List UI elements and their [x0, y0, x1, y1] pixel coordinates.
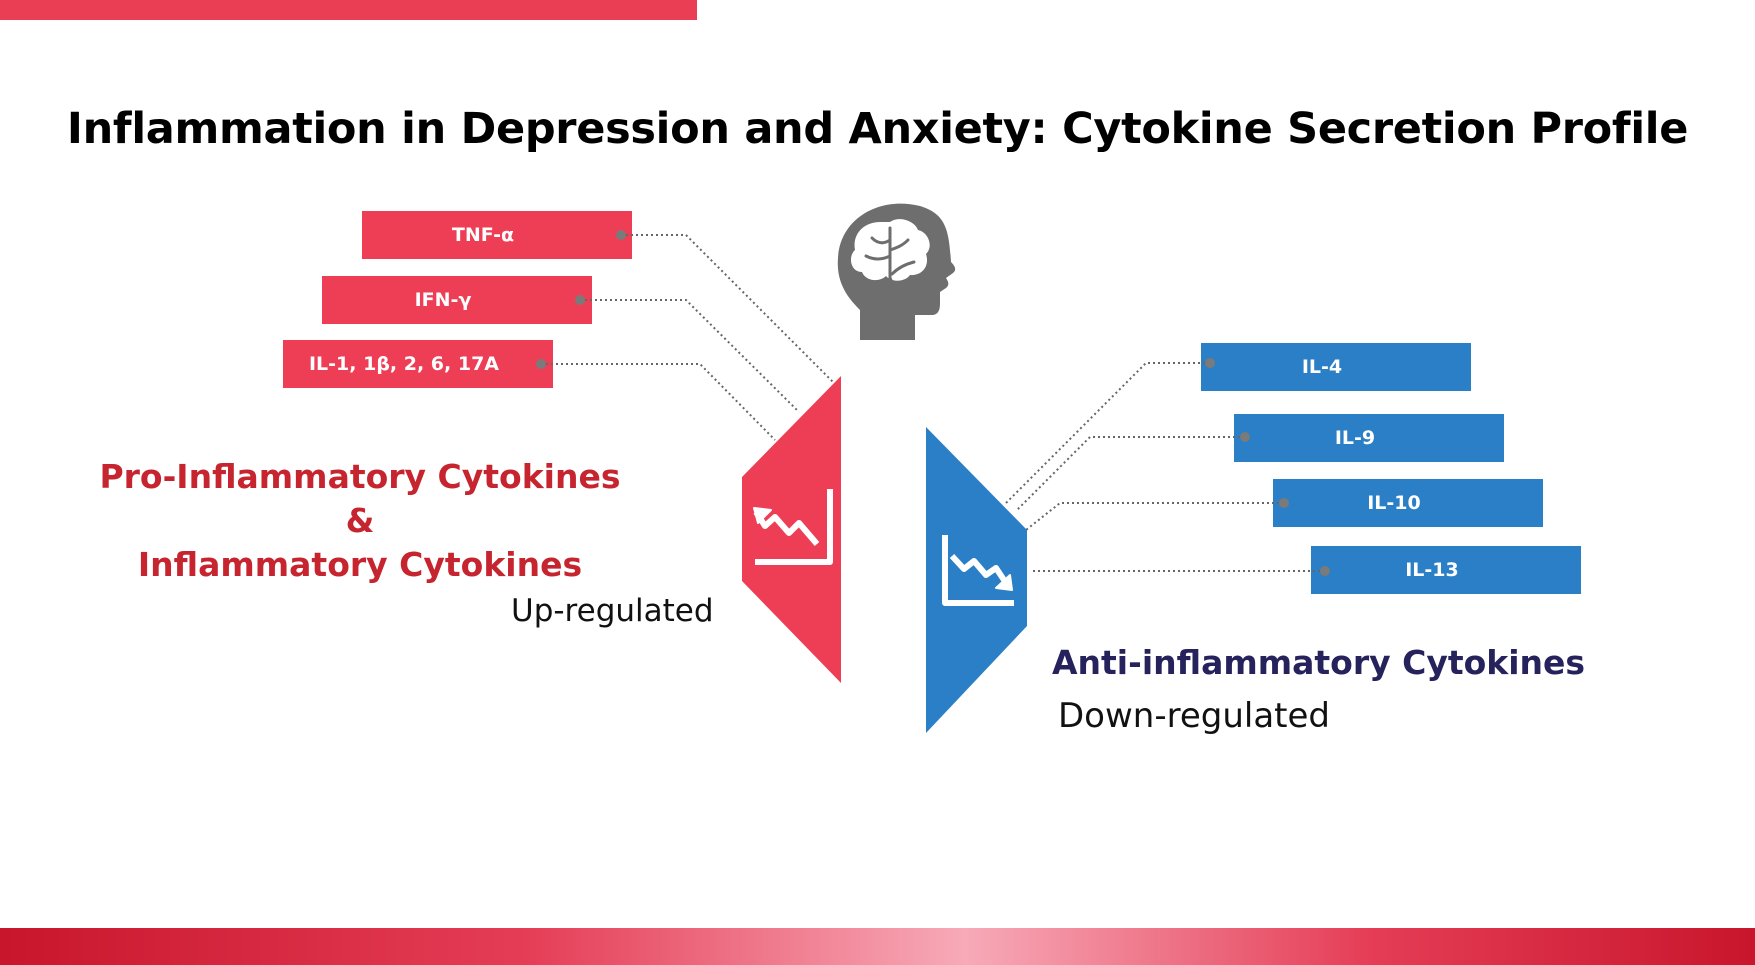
pro-connectors — [541, 234, 834, 441]
connector-dot — [575, 295, 585, 305]
bottom-gradient-bar — [0, 928, 1755, 965]
cytokine-bar-il-13: IL-13 — [1311, 546, 1581, 594]
cytokine-label: IL-13 — [1405, 559, 1459, 581]
connector-dot — [1205, 358, 1215, 368]
connector-il-4 — [1005, 362, 1210, 504]
anti-inflammatory-heading: Anti-inflammatory Cytokines — [1052, 643, 1586, 682]
cytokine-bar-il-group: IL-1, 1β, 2, 6, 17A — [283, 340, 553, 388]
cytokine-label: IFN-γ — [414, 289, 472, 311]
connector-ifn-gamma — [580, 299, 800, 413]
pro-heading-line-2: & — [345, 501, 375, 540]
pro-inflammatory-heading: Pro-Inflammatory Cytokines & Inflammator… — [30, 455, 690, 587]
pro-heading-line-1: Pro-Inflammatory Cytokines — [99, 457, 621, 496]
cytokine-label: IL-1, 1β, 2, 6, 17A — [308, 353, 500, 375]
cytokine-bar-il-4: IL-4 — [1201, 343, 1471, 391]
trend-up-chart-icon — [753, 489, 833, 565]
connector-tnf-alpha — [621, 234, 834, 383]
connector-il-9 — [1015, 436, 1245, 512]
trend-down-chart-icon — [942, 535, 1014, 606]
cytokine-label: IL-9 — [1334, 427, 1376, 449]
connector-il-10 — [1025, 502, 1284, 531]
downregulated-label: Down-regulated — [1058, 696, 1330, 736]
cytokine-label: IL-4 — [1301, 356, 1343, 378]
downregulated-panel — [926, 427, 1027, 733]
cytokine-bar-il-9: IL-9 — [1234, 414, 1504, 462]
head-brain-icon — [837, 203, 956, 340]
page-title: Inflammation in Depression and Anxiety: … — [66, 104, 1689, 154]
anti-connectors — [1005, 362, 1325, 572]
connector-dot — [536, 359, 546, 369]
connector-dot — [1240, 432, 1250, 442]
pro-heading-line-3: Inflammatory Cytokines — [137, 545, 583, 584]
cytokine-bar-ifn-gamma: IFN-γ — [322, 276, 592, 324]
upregulated-label: Up-regulated — [511, 593, 714, 629]
connector-dot — [616, 230, 626, 240]
top-accent-bar — [0, 0, 697, 20]
cytokine-label: IL-10 — [1367, 492, 1421, 514]
connector-il-group — [541, 363, 776, 441]
connector-dot — [1320, 566, 1330, 576]
cytokine-label: TNF-α — [451, 224, 515, 246]
cytokine-bar-il-10: IL-10 — [1273, 479, 1543, 527]
connector-dots — [536, 230, 1330, 576]
connector-dot — [1279, 498, 1289, 508]
cytokine-bar-tnf-alpha: TNF-α — [362, 211, 632, 259]
